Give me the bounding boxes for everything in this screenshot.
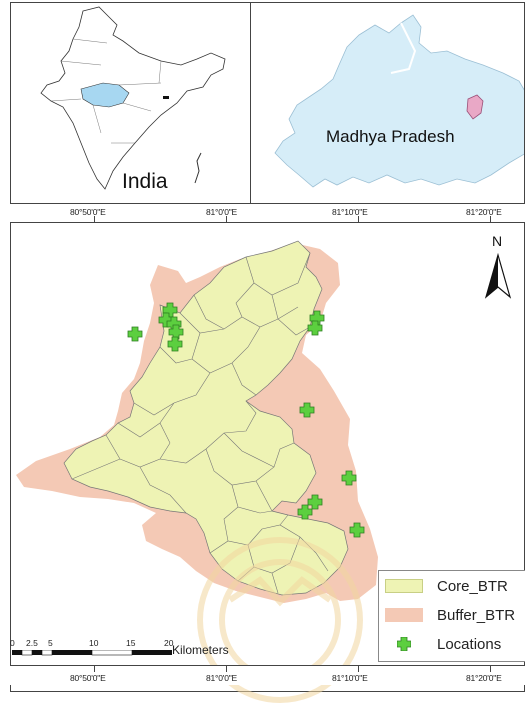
scale-units-label: Kilometers [172,643,229,657]
india-boundary [40,6,226,190]
coord-label: 81°20'0"E [466,207,502,217]
coord-tick [94,666,95,672]
legend-label: Buffer_BTR [437,606,516,624]
legend-item-locations: Locations [385,632,501,656]
location-marker [341,470,357,486]
locations-swatch [385,637,423,651]
madhya-pradesh-label: Madhya Pradesh [326,127,455,146]
north-letter: N [492,233,503,249]
btr-location-marker [466,94,484,120]
location-marker [168,324,184,340]
legend-item-buffer: Buffer_BTR [385,603,515,627]
north-arrow: N [484,233,514,303]
scale-tick-label: 0 [10,638,15,648]
main-map [10,223,525,665]
legend-label: Locations [437,635,502,653]
coord-tick [490,216,491,222]
bottom-longitude-scale: 80°50'0"E 81°0'0"E 81°10'0"E 81°20'0"E [10,665,525,685]
location-marker [127,326,143,342]
location-marker [297,504,313,520]
legend-label: Core_BTR [437,577,508,595]
scale-tick-label: 20 [164,638,174,648]
coord-label: 80°50'0"E [70,207,106,217]
scale-tick-label: 5 [48,638,53,648]
state-notch [390,22,417,74]
coord-tick [226,216,227,222]
location-marker [307,320,323,336]
india-outline [40,6,226,190]
buffer-swatch [385,608,423,622]
coord-label: 81°0'0"E [206,673,238,683]
btr-map [16,240,378,603]
india-inset-map [10,2,251,204]
coord-tick [94,216,95,222]
core-zone [63,240,349,596]
india-btr-marker [163,96,169,99]
coord-tick [226,666,227,672]
location-marker [307,494,323,510]
india-state-borders [50,38,162,144]
location-marker [299,402,315,418]
coord-tick [358,666,359,672]
coord-label: 81°20'0"E [466,673,502,683]
madhya-pradesh-inset-map [250,2,525,204]
location-markers [127,302,365,538]
coord-tick [358,216,359,222]
core-swatch [385,579,423,593]
coord-label: 80°50'0"E [70,673,106,683]
coord-tick [490,666,491,672]
island-chain [194,152,202,184]
scale-bar-graphic [12,650,172,656]
madhya-pradesh-outline [274,14,524,188]
coord-label: 81°10'0"E [332,673,368,683]
coord-label: 81°0'0"E [206,207,238,217]
north-arrow-icon [484,253,512,299]
scale-tick-label: 10 [89,638,99,648]
scale-tick-label: 2.5 [26,638,38,648]
legend-item-core: Core_BTR [385,574,508,598]
coord-label: 81°10'0"E [332,207,368,217]
india-label: India [122,170,168,193]
scale-tick-label: 15 [126,638,136,648]
madhya-pradesh-boundary [274,14,524,188]
location-marker [167,336,183,352]
top-longitude-scale: 80°50'0"E 81°0'0"E 81°10'0"E 81°20'0"E [10,203,525,223]
plus-marker-icon [397,637,411,651]
map-legend: Core_BTR Buffer_BTR Locations [378,570,525,662]
